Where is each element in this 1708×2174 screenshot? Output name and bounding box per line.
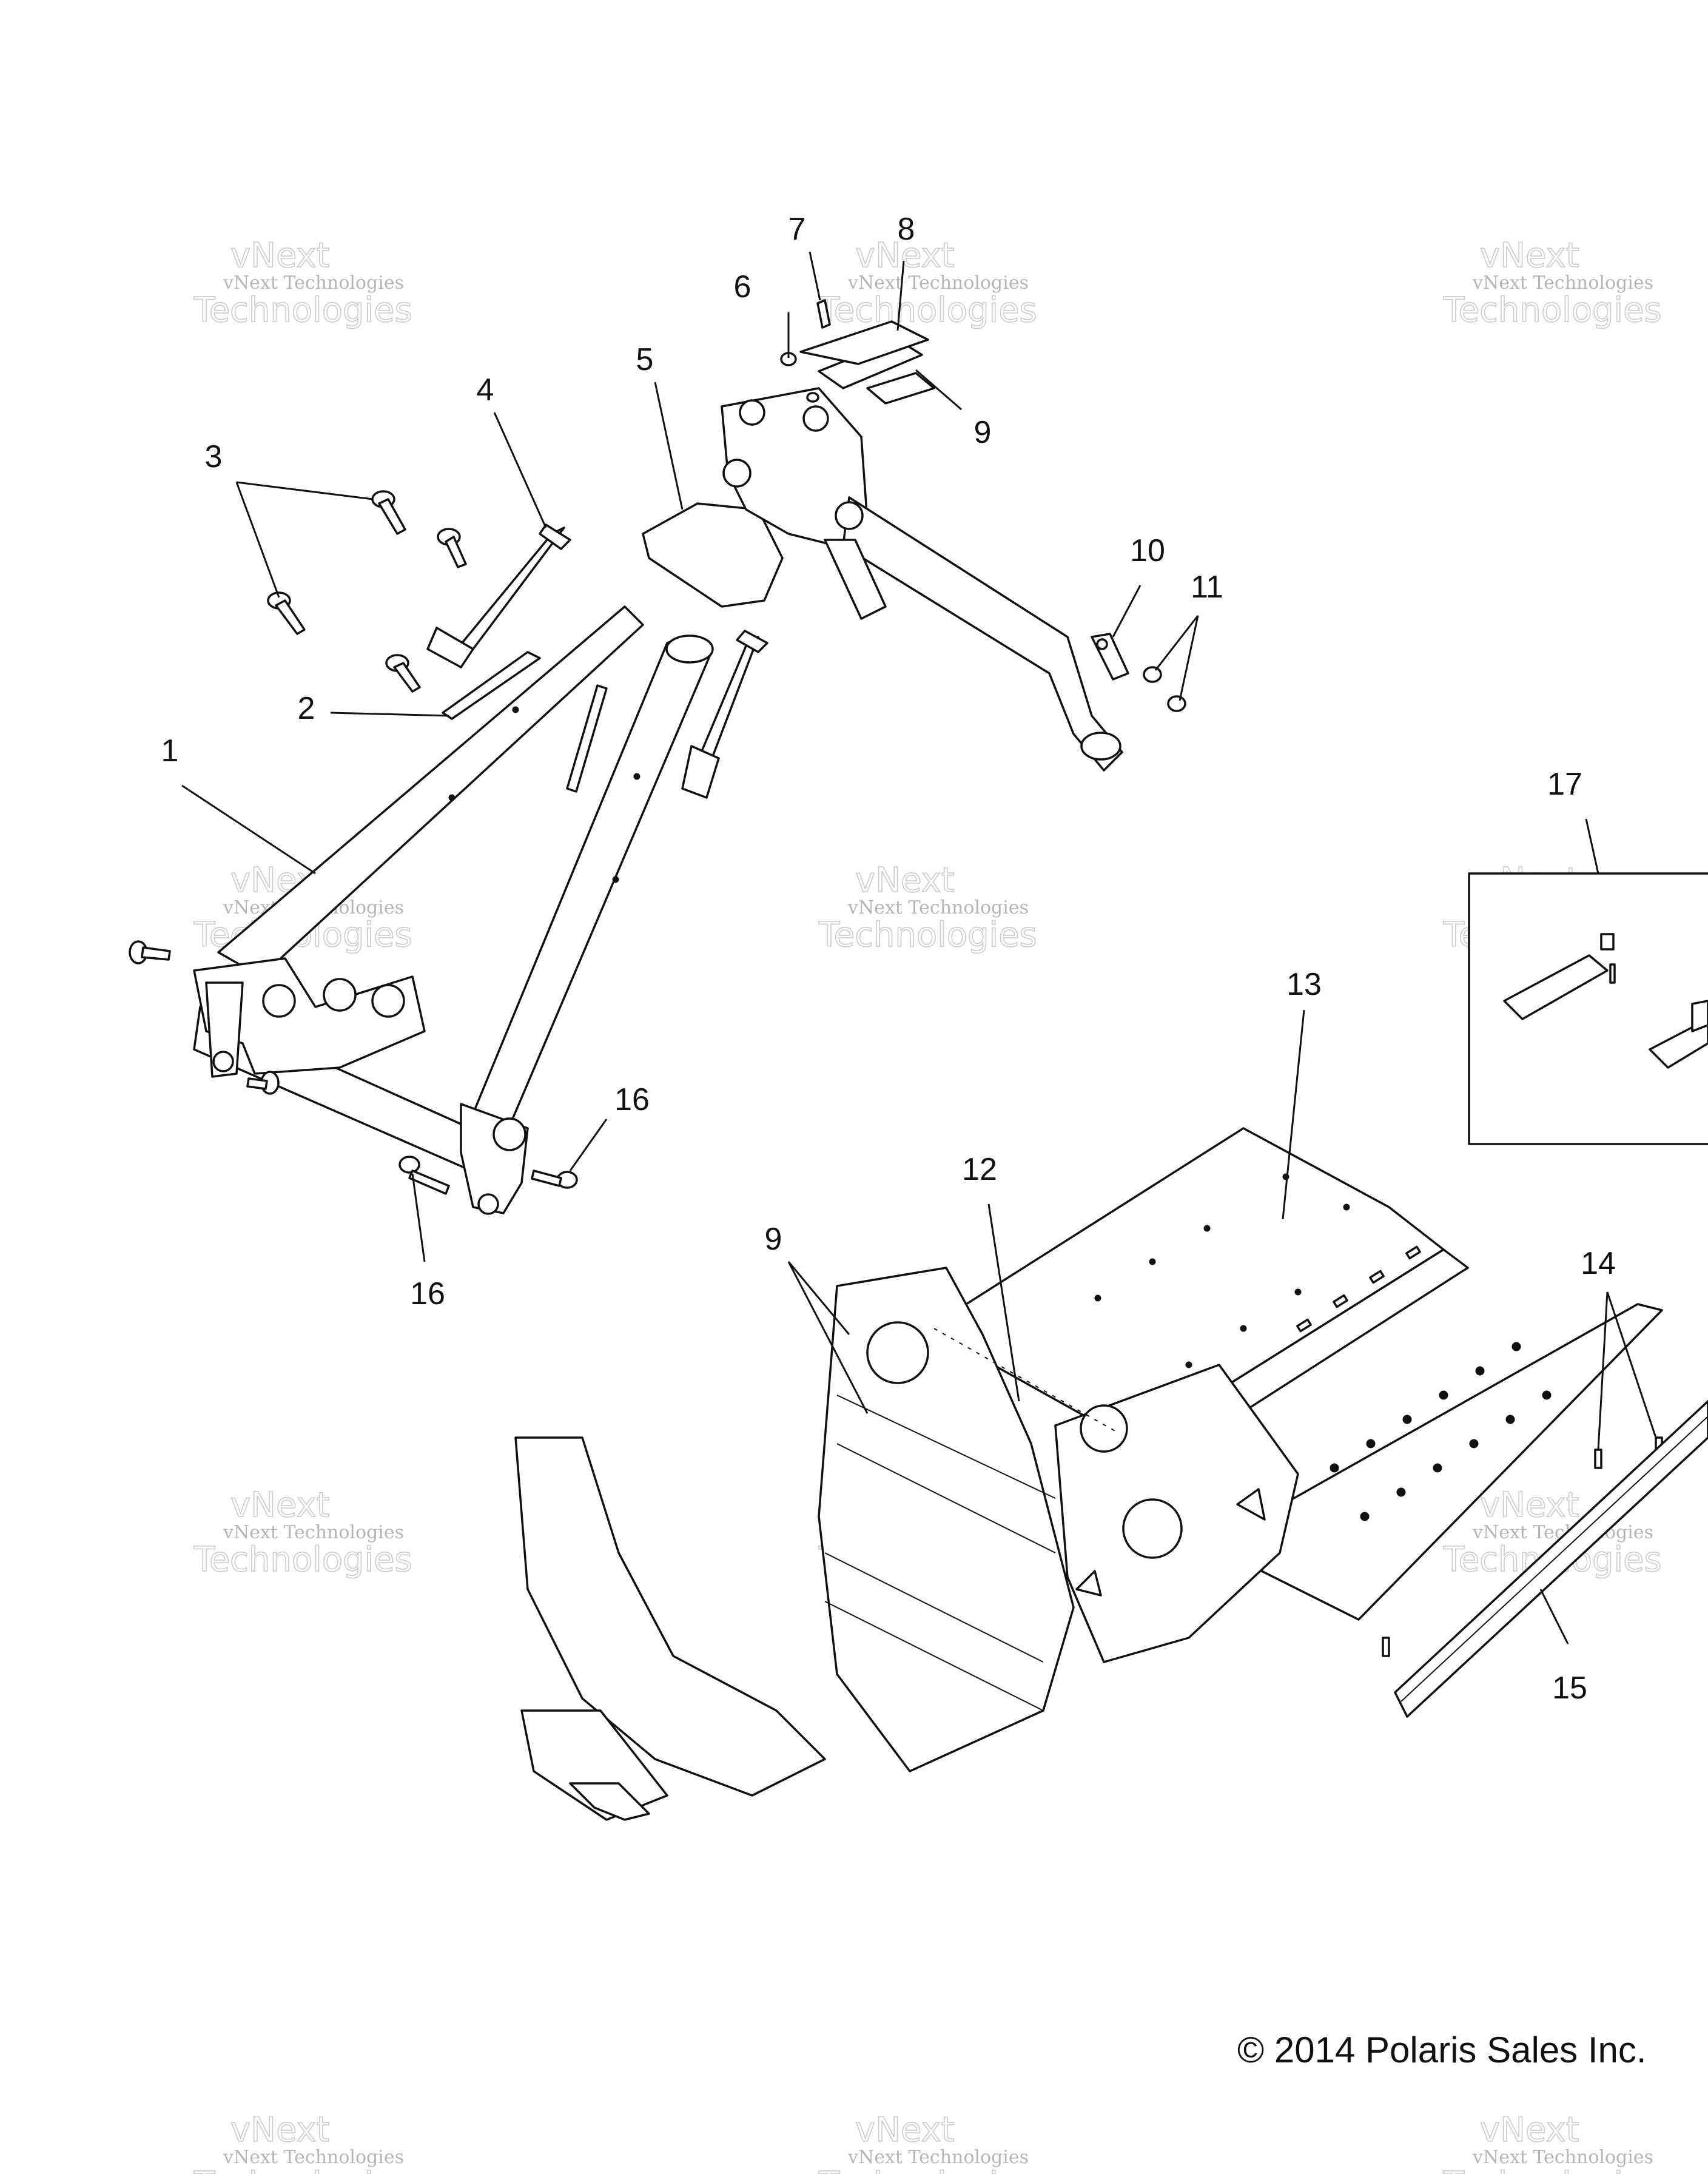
callout-7: 7 (788, 212, 806, 247)
callout-9: 9 (765, 1222, 782, 1257)
bolt-icon (398, 1156, 450, 1195)
watermark-logo-text: Technologies (193, 1540, 412, 1580)
part-2-decal (442, 651, 608, 793)
watermark-logo-text: vNext (230, 2110, 330, 2150)
main-chassis (514, 1127, 1663, 1821)
callout-13: 13 (1286, 967, 1322, 1002)
callout-4: 4 (477, 372, 494, 408)
part-3-bolts (129, 490, 467, 1095)
screw-icon (1594, 1449, 1602, 1469)
watermark-text: vNext Technologies (847, 897, 1029, 918)
watermark-text: vNext Technologies (223, 272, 404, 294)
callout-3: 3 (205, 439, 223, 474)
leader-lines (181, 251, 1657, 1644)
callouts: 1 2 3 4 5 6 7 8 9 10 11 12 13 14 15 16 1… (161, 212, 1616, 1706)
callout-5: 5 (636, 342, 654, 377)
callout-16: 16 (410, 1276, 445, 1311)
callout-1: 1 (161, 733, 179, 769)
watermark-logo-text: Technologies (193, 291, 412, 330)
bolt-icon (531, 1169, 578, 1189)
watermark: vNext vNext Technologies Technologies (818, 860, 1037, 955)
copyright-text: © 2014 Polaris Sales Inc. (1237, 2030, 1647, 2070)
watermark-logo-text: Technologies (193, 2165, 412, 2174)
part-10-clip (1091, 633, 1129, 681)
screw-icon (816, 299, 831, 329)
watermark-logo-text: vNext (855, 2110, 955, 2150)
part-1-front-frame (193, 605, 714, 1215)
watermark-logo-text: Technologies (1443, 291, 1662, 330)
part-17-inset (1468, 872, 1708, 1145)
watermark: vNext vNext Technologies Technologies (818, 2110, 1037, 2174)
watermark: vNext vNext Technologies Technologies (193, 2110, 412, 2174)
callout-6: 6 (734, 269, 751, 305)
callout-14: 14 (1581, 1246, 1616, 1281)
callout-12: 12 (962, 1152, 997, 1187)
watermark: vNext vNext Technologies Technologies (193, 1485, 412, 1580)
callout-2: 2 (298, 691, 315, 726)
watermark-logo-text: Technologies (818, 915, 1037, 955)
watermark-logo-text: vNext (855, 236, 955, 275)
watermark-text: vNext Technologies (1472, 272, 1653, 294)
watermark: vNext vNext Technologies Technologies (193, 235, 412, 331)
screw-icon (1382, 1637, 1390, 1657)
callout-17: 17 (1547, 767, 1582, 802)
watermark-logo-text: Technologies (1443, 2165, 1662, 2174)
callout-10: 10 (1130, 533, 1165, 568)
callout-16: 16 (614, 1082, 650, 1117)
part-5-steering-column (642, 387, 1123, 772)
watermark-text: vNext Technologies (847, 272, 1029, 294)
bolt-icon (385, 654, 421, 693)
callout-8: 8 (898, 212, 915, 247)
part-16-bolts (398, 1156, 578, 1195)
watermark-logo-text: vNext (1480, 1486, 1579, 1525)
bolt-icon (246, 1071, 280, 1095)
watermark-logo-text: vNext (1480, 236, 1579, 275)
nut-icon (1143, 666, 1162, 683)
watermark-text: vNext Technologies (847, 2147, 1029, 2168)
part-4-links (426, 523, 768, 799)
nut-icon (1167, 695, 1186, 712)
bolt-icon (371, 490, 406, 535)
callout-15: 15 (1552, 1671, 1587, 1706)
watermark-logo-text: vNext (1480, 2110, 1579, 2150)
callout-9: 9 (974, 415, 992, 450)
watermark: vNext vNext Technologies Technologies (818, 235, 1037, 331)
watermark: vNext vNext Technologies Technologies (1442, 2110, 1662, 2174)
bolt-icon (129, 940, 171, 964)
watermark-text: vNext Technologies (223, 1522, 404, 1543)
watermark-logo-text: vNext (230, 1486, 330, 1525)
watermark: vNext vNext Technologies Technologies (1442, 235, 1662, 331)
watermark-logo-text: vNext (855, 861, 955, 900)
watermark-logo-text: Technologies (818, 291, 1037, 330)
part-11-nuts (1143, 666, 1186, 712)
callout-11: 11 (1191, 570, 1223, 605)
watermark-logo-text: Technologies (818, 2165, 1037, 2174)
bolt-icon (437, 528, 467, 568)
watermark-text: vNext Technologies (223, 2147, 404, 2168)
watermark-grid: vNext vNext Technologies Technologies vN… (193, 235, 1662, 2174)
watermark-logo-text: vNext (230, 236, 330, 275)
watermark-text: vNext Technologies (1472, 2147, 1653, 2168)
part-15-rail (1394, 1400, 1708, 1718)
bolt-icon (267, 591, 306, 635)
